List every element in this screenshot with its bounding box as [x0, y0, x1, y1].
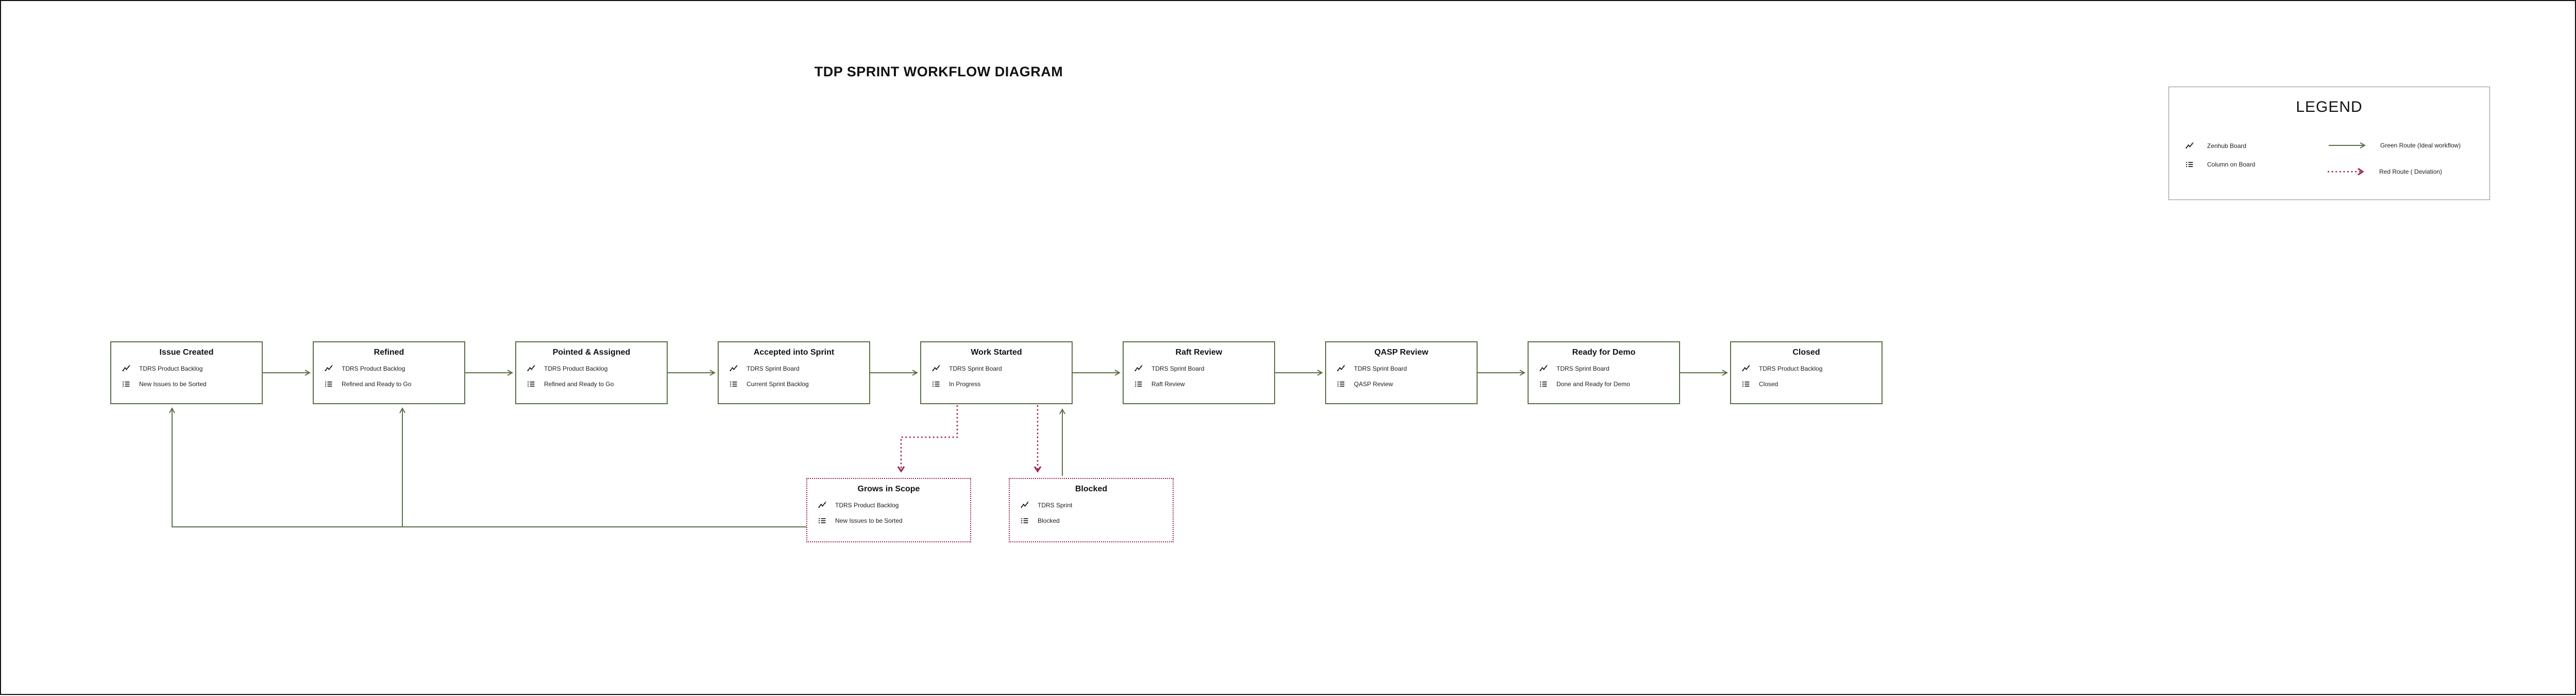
node-board-label: TDRS Sprint Board: [949, 364, 1002, 372]
column-on-board-icon: [932, 380, 940, 388]
workflow-node-closed: Closed TDRS Product Backlog Closed: [1730, 341, 1883, 404]
legend-title: LEGEND: [2296, 98, 2363, 115]
node-title: Refined: [374, 348, 404, 357]
node-column-label: Current Sprint Backlog: [747, 380, 809, 388]
workflow-node-issue-created: Issue Created TDRS Product Backlog New I…: [110, 341, 263, 404]
node-column-label: New Issues to be Sorted: [835, 517, 903, 524]
node-column-label: New Issues to be Sorted: [139, 380, 207, 388]
workflow-node-raft-review: Raft Review TDRS Sprint Board Raft Revie…: [1123, 341, 1275, 404]
node-title: Ready for Demo: [1572, 348, 1636, 357]
node-column-label: Refined and Ready to Go: [544, 380, 614, 388]
column-on-board-icon: [1337, 380, 1345, 388]
node-column-label: Closed: [1759, 380, 1778, 388]
node-board-label: TDRS Product Backlog: [544, 364, 608, 372]
zenhub-board-icon: [527, 364, 535, 373]
workflow-node-refined: Refined TDRS Product Backlog Refined and…: [313, 341, 465, 404]
workflow-node-accepted-into-sprint: Accepted into Sprint TDRS Sprint Board C…: [718, 341, 870, 404]
column-on-board-icon: [1539, 380, 1548, 388]
zenhub-board-icon: [2185, 142, 2194, 150]
node-title: Accepted into Sprint: [753, 348, 835, 357]
node-column-label: QASP Review: [1354, 380, 1393, 388]
legend-item-zenhub-board: Zenhub Board: [2185, 142, 2246, 150]
zenhub-board-icon: [818, 501, 826, 509]
node-board-label: TDRS Sprint Board: [1151, 364, 1205, 372]
column-on-board-icon: [527, 380, 535, 388]
node-board-label: TDRS Sprint Board: [1354, 364, 1407, 372]
zenhub-board-icon: [1539, 364, 1548, 373]
workflow-node-ready-for-demo: Ready for Demo TDRS Sprint Board Done an…: [1528, 341, 1680, 404]
workflow-node-pointed-assigned: Pointed & Assigned TDRS Product Backlog …: [515, 341, 668, 404]
workflow-node-work-started: Work Started TDRS Sprint Board In Progre…: [920, 341, 1073, 404]
column-on-board-icon: [818, 517, 826, 525]
node-title: QASP Review: [1374, 348, 1429, 357]
zenhub-board-icon: [1134, 364, 1143, 373]
page-title: TDP SPRINT WORKFLOW DIAGRAM: [814, 64, 1063, 79]
zenhub-board-icon: [1742, 364, 1750, 373]
zenhub-board-icon: [1021, 501, 1029, 509]
node-column-label: Raft Review: [1151, 380, 1185, 388]
node-board-label: TDRS Product Backlog: [1759, 364, 1823, 372]
node-board-label: TDRS Sprint Board: [747, 364, 800, 372]
node-board-label: TDRS Product Backlog: [835, 501, 899, 509]
column-on-board-icon: [1742, 380, 1750, 388]
workflow-node-grows-in-scope: Grows in Scope TDRS Product Backlog New …: [806, 478, 971, 542]
legend-label: Column on Board: [2207, 161, 2256, 168]
column-on-board-icon: [1021, 517, 1029, 525]
legend-item-column-on-board: Column on Board: [2185, 160, 2255, 169]
zenhub-board-icon: [932, 364, 940, 373]
node-title: Pointed & Assigned: [552, 348, 631, 357]
node-board-label: TDRS Product Backlog: [139, 364, 203, 372]
legend-label: Red Route ( Deviation): [2379, 168, 2443, 175]
legend: LEGEND Zenhub Board Column on Board Gree…: [2168, 87, 2490, 200]
node-title: Blocked: [1075, 485, 1108, 493]
node-title: Work Started: [971, 348, 1022, 357]
node-board-label: TDRS Product Backlog: [342, 364, 405, 372]
column-on-board-icon: [325, 380, 333, 388]
node-board-label: TDRS Sprint: [1038, 501, 1073, 509]
node-column-label: Refined and Ready to Go: [342, 380, 412, 388]
workflow-node-blocked: Blocked TDRS Sprint Blocked: [1009, 478, 1174, 542]
zenhub-board-icon: [325, 364, 333, 373]
legend-item-green-route: Green Route (Ideal workflow): [2328, 141, 2461, 150]
node-title: Closed: [1792, 348, 1820, 357]
red-route-arrow-icon: [2328, 168, 2364, 176]
node-column-label: In Progress: [949, 380, 981, 388]
column-on-board-icon: [122, 380, 130, 388]
node-column-label: Blocked: [1038, 517, 1060, 524]
zenhub-board-icon: [730, 364, 738, 373]
column-on-board-icon: [2185, 160, 2194, 169]
workflow-node-qasp-review: QASP Review TDRS Sprint Board QASP Revie…: [1325, 341, 1478, 404]
node-title: Raft Review: [1175, 348, 1223, 357]
column-on-board-icon: [1134, 380, 1143, 388]
legend-item-red-route: Red Route ( Deviation): [2327, 167, 2442, 176]
arrow-grows-in-scope-to-issue-created: [169, 407, 806, 527]
node-board-label: TDRS Sprint Board: [1556, 364, 1609, 372]
legend-label: Zenhub Board: [2207, 142, 2247, 150]
arrow-work-started-to-grows-in-scope: [897, 405, 958, 473]
node-column-label: Done and Ready for Demo: [1556, 380, 1630, 388]
node-title: Issue Created: [159, 348, 214, 357]
node-title: Grows in Scope: [857, 485, 920, 493]
column-on-board-icon: [730, 380, 738, 388]
zenhub-board-icon: [122, 364, 130, 373]
green-route-arrow-icon: [2329, 142, 2366, 148]
legend-label: Green Route (Ideal workflow): [2380, 142, 2461, 149]
zenhub-board-icon: [1337, 364, 1345, 373]
